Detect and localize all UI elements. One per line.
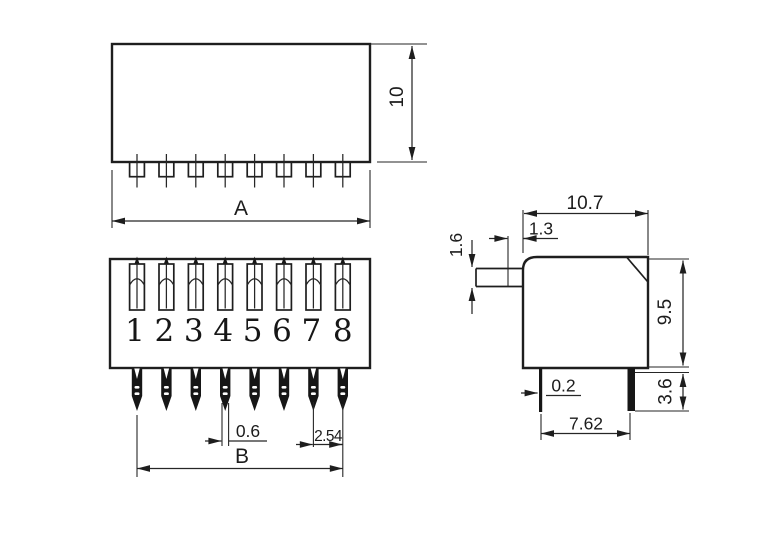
- corner-chamfer-line: [626, 256, 649, 283]
- dim-pin-length-label: 3.6: [656, 378, 677, 404]
- dim-pin-thickness-label: 0.2: [551, 376, 575, 396]
- side-view-pin-right: [627, 368, 635, 411]
- dim-actuator-offset-label: 1.3: [529, 219, 553, 239]
- dim-pin-thickness: 0.2: [521, 376, 581, 397]
- dim-pin-length: 3.6: [635, 371, 689, 412]
- side-view-body: [521, 255, 650, 370]
- switch-number-4: 4: [213, 313, 233, 349]
- switch-numbers: 1 2 3 4 5 6 7 8: [125, 313, 353, 349]
- switch-number-7: 7: [302, 313, 322, 349]
- switch-number-3: 3: [184, 313, 204, 349]
- switch-slots: [128, 255, 352, 311]
- front-view-pins: [131, 368, 348, 411]
- dim-body-depth-height-label: 9.5: [655, 299, 676, 325]
- dim-overall-width-label: 10.7: [567, 193, 604, 214]
- dim-pin-width-label: 0.6: [236, 421, 260, 441]
- dim-actuator-height: 1.6: [446, 233, 476, 314]
- dim-body-height-label: 10: [387, 86, 408, 107]
- dim-pin-span-b-label: B: [235, 445, 249, 468]
- front-view: 1 2 3 4 5 6 7 8 0.6: [108, 255, 372, 477]
- top-view: 10 A: [110, 42, 427, 228]
- dim-pin-spacing: 7.62: [540, 413, 631, 440]
- switch-number-5: 5: [243, 313, 263, 349]
- dim-body-width-a: A: [111, 170, 371, 228]
- switch-number-1: 1: [125, 313, 145, 349]
- dim-body-height: 10: [371, 43, 427, 163]
- front-view-body: [108, 257, 372, 370]
- dim-overall-width: 10.7: [522, 193, 649, 255]
- dim-actuator-offset: 1.3: [489, 219, 558, 287]
- side-view: 10.7 1.3 1.6 9.5 3.6: [446, 193, 689, 440]
- dim-actuator-height-label: 1.6: [446, 233, 466, 257]
- dim-pin-spacing-label: 7.62: [569, 414, 603, 434]
- switch-number-6: 6: [272, 313, 292, 349]
- side-view-actuator: [475, 267, 523, 288]
- switch-number-8: 8: [333, 313, 353, 349]
- side-view-pin-left: [539, 368, 543, 412]
- top-view-body: [110, 42, 372, 164]
- dim-pin-span-b: B: [136, 415, 343, 477]
- top-view-pin-stubs: [128, 153, 352, 189]
- dim-pin-pitch-label: 2.54: [314, 428, 343, 445]
- switch-number-2: 2: [155, 313, 175, 349]
- dim-body-depth-height: 9.5: [648, 258, 689, 368]
- dim-pin-width: 0.6: [205, 403, 267, 446]
- dim-body-width-a-label: A: [234, 197, 248, 220]
- dim-pin-pitch: 2.54: [296, 402, 343, 477]
